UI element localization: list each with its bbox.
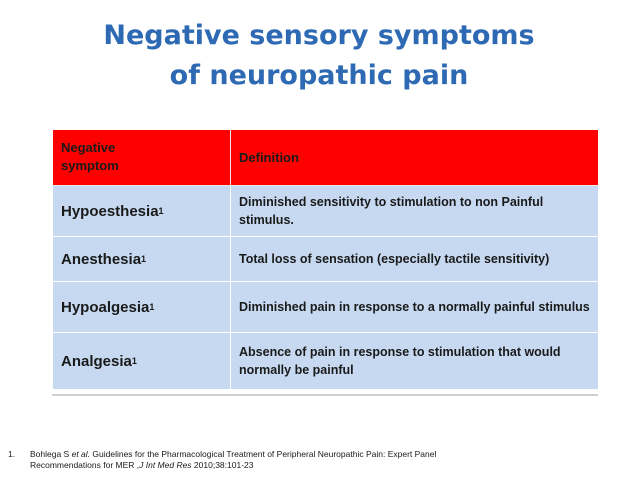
symptom-definition: Total loss of sensation (especially tact… (239, 252, 550, 266)
table-header-row: Negative symptom Definition (53, 130, 598, 186)
header-negative-symptom: Negative symptom (53, 130, 231, 185)
symptom-definition: Absence of pain in response to stimulati… (239, 345, 561, 377)
slide-title: Negative sensory symptoms of neuropathic… (0, 16, 638, 96)
header-definition: Definition (239, 149, 299, 165)
title-line-2: of neuropathic pain (169, 60, 469, 91)
symptom-table: Negative symptom Definition Hypoesthesia… (52, 130, 598, 390)
table-shadow (52, 394, 598, 396)
reference-footnote: 1.Bohlega S et al. Guidelines for the Ph… (8, 449, 437, 470)
symptom-definition: Diminished pain in response to a normall… (239, 300, 590, 314)
symptom-definition: Diminished sensitivity to stimulation to… (239, 195, 544, 227)
title-line-1: Negative sensory symptoms (103, 20, 535, 51)
